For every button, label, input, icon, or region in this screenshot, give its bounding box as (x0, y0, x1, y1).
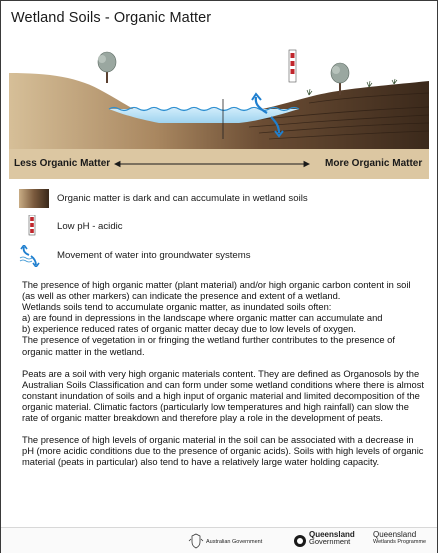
body-text: The presence of high organic matter (pla… (22, 280, 424, 479)
tree-right-icon (330, 62, 350, 95)
text-line: Peats are a soil with very high organic … (22, 368, 424, 424)
australian-government-crest-icon (188, 533, 204, 549)
paragraph-ph: The presence of high levels of organic m… (22, 435, 424, 468)
logo-line: Queensland (373, 530, 417, 539)
queensland-government-emblem-icon (294, 535, 306, 547)
text-line: b) experience reduced rates of organic m… (22, 324, 356, 335)
wetland-cross-section (9, 49, 429, 179)
page-title: Wetland Soils - Organic Matter (11, 10, 212, 26)
more-organic-label: More Organic Matter (325, 158, 423, 169)
groundwater-arrows-diagram-icon (251, 92, 284, 138)
paragraph-peats: Peats are a soil with very high organic … (22, 369, 424, 424)
less-organic-label: Less Organic Matter (14, 158, 111, 169)
ph-meter-icon (28, 215, 36, 236)
legend-text-groundwater: Movement of water into groundwater syste… (57, 250, 251, 261)
organic-matter-axis (113, 160, 311, 168)
soil-swatch-icon (19, 189, 49, 208)
groundwater-arrows-icon (19, 245, 40, 267)
water-surface (108, 106, 300, 112)
logo-line: Government (309, 537, 351, 546)
logo-line: Wetlands Programme (373, 539, 427, 545)
text-line: The presence of high levels of organic m… (22, 435, 424, 468)
footer-logos: Australian Government Queensland Governm… (1, 527, 437, 553)
legend-text-ph: Low pH - acidic (57, 221, 123, 232)
grass-tufts (306, 78, 398, 96)
ph-meter-diagram-icon (288, 49, 297, 83)
tree-left-icon (97, 51, 117, 83)
water-body (109, 109, 299, 123)
queensland-government-logo-text: Queensland Government (309, 530, 355, 546)
legend-text-soil: Organic matter is dark and can accumulat… (57, 193, 308, 204)
soil-profile (9, 73, 429, 149)
queensland-wetlands-logo-text: Queensland Wetlands Programme (373, 530, 427, 546)
australian-government-logo-text: Australian Government (206, 539, 263, 545)
text-line: The presence of vegetation in or fringin… (22, 335, 395, 357)
text-line: a) are found in depressions in the lands… (22, 313, 383, 324)
text-line: Wetlands soils tend to accumulate organi… (22, 302, 332, 313)
logo-line: Queensland (309, 530, 355, 539)
text-line: The presence of high organic matter (pla… (22, 280, 411, 302)
paragraph-organic-matter: The presence of high organic matter (pla… (22, 280, 424, 358)
